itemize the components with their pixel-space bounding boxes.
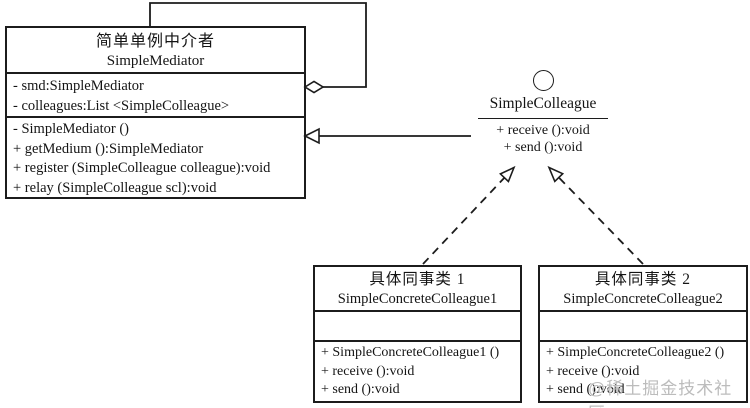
method-row: + send ():void [503,140,583,155]
class-methods-section: + SimpleConcreteColleague1 () + receive … [315,342,520,400]
class-box-colleague1: 具体同事类 1 SimpleConcreteColleague1 + Simpl… [313,265,522,403]
interface-lollipop-icon [532,70,554,91]
interface-methods-section: + receive ():void + send ():void [470,122,616,156]
class-title-section: 简单单例中介者 SimpleMediator [7,28,304,74]
method-row: + receive ():void [321,363,415,379]
site-watermark: @稀土掘金技术社区 [588,379,733,408]
method-row: + receive ():void [546,363,640,379]
interface-simple-colleague: SimpleColleague + receive ():void + send… [470,58,616,156]
method-row: + SimpleConcreteColleague1 () [321,345,500,360]
class-attributes-section-empty [315,312,520,342]
method-row: + SimpleConcreteColleague2 () [546,345,725,360]
realization-dashed-line-1 [422,177,506,265]
class-title-cn: 具体同事类 1 [369,271,466,288]
class-title-cn: 简单单例中介者 [95,33,215,50]
class-attributes-section: - smd:SimpleMediator - colleagues:List <… [7,74,304,118]
class-attributes-section-empty [540,312,746,342]
attribute-row: - smd:SimpleMediator [13,78,144,94]
method-row: + getMedium ():SimpleMediator [13,140,204,157]
method-row: + relay (SimpleColleague scl):void [13,179,217,196]
method-row: - SimpleMediator () [13,121,129,137]
realization-arrowhead-2-icon [547,165,565,183]
attribute-row: - colleagues:List <SimpleColleague> [13,98,230,114]
class-title-en: SimpleMediator [106,53,205,69]
aggregation-diamond-icon [303,80,325,94]
class-box-colleague2: 具体同事类 2 SimpleConcreteColleague2 + Simpl… [538,265,748,403]
method-row: + send ():void [546,382,625,397]
class-title-en: SimpleConcreteColleague2 [563,291,723,307]
method-row: + register (SimpleColleague colleague):v… [13,160,271,176]
method-row: + send ():void [321,382,400,397]
interface-divider-line [478,118,608,119]
class-methods-section: + SimpleConcreteColleague2 () + receive … [540,342,746,400]
class-title-en: SimpleConcreteColleague1 [337,291,498,307]
open-arrowhead-icon [303,127,320,145]
method-row: + receive ():void [496,123,590,138]
realization-arrowhead-1-icon [499,165,516,183]
class-title-section: 具体同事类 2 SimpleConcreteColleague2 [540,267,746,312]
class-title-cn: 具体同事类 2 [594,271,692,288]
interface-name: SimpleColleague [489,95,597,112]
class-methods-section: - SimpleMediator () + getMedium ():Simpl… [7,118,304,198]
realization-dashed-line-2 [558,176,644,265]
class-box-simple-mediator: 简单单例中介者 SimpleMediator - smd:SimpleMedia… [5,26,306,199]
class-title-section: 具体同事类 1 SimpleConcreteColleague1 [315,267,520,312]
